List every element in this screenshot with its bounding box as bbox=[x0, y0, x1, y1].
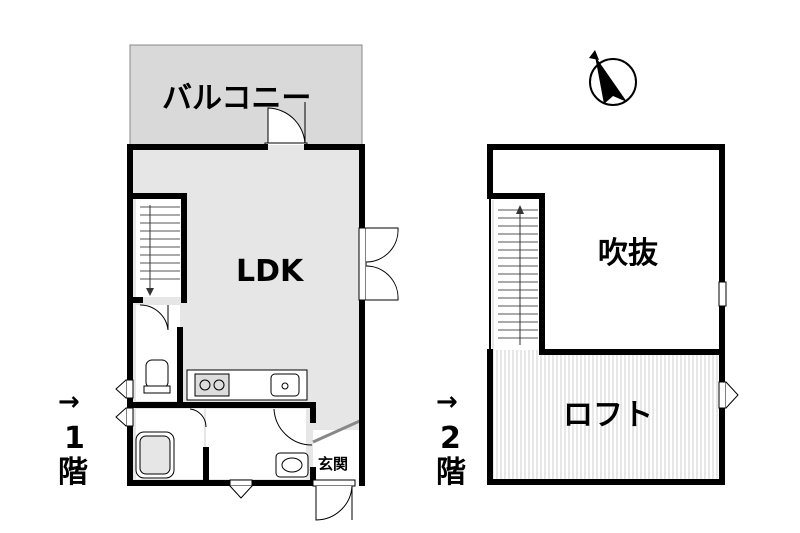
floor2-plan: 吹抜 ロフト bbox=[487, 144, 739, 485]
balcony-area bbox=[129, 44, 363, 146]
ldk-label: LDK bbox=[236, 254, 305, 289]
floor1-walls bbox=[127, 144, 365, 486]
floor2-walls bbox=[487, 144, 725, 485]
floor2-arrow: → bbox=[436, 387, 458, 417]
floor1-arrow: → bbox=[58, 387, 80, 417]
floor1-plan: バルコニー bbox=[115, 44, 399, 521]
toilet-icon bbox=[145, 359, 169, 389]
stove-icon bbox=[194, 373, 230, 397]
floor2-indicator: → 2 階 bbox=[436, 387, 466, 490]
staircase-floor1 bbox=[136, 197, 182, 297]
washbasin-icon bbox=[275, 452, 309, 478]
balcony-label: バルコニー bbox=[162, 81, 311, 116]
entrance: 玄関 bbox=[312, 418, 363, 473]
compass-north-icon bbox=[589, 50, 637, 106]
bathroom bbox=[135, 408, 313, 479]
toilet-room bbox=[136, 304, 180, 401]
fukinuke-label: 吹抜 bbox=[598, 236, 658, 271]
floor1-kanji: 階 bbox=[58, 455, 88, 490]
floor1-indicator: → 1 階 bbox=[58, 387, 88, 490]
sink-icon bbox=[270, 373, 300, 397]
floor1-number: 1 bbox=[64, 421, 85, 456]
kitchen-counter bbox=[186, 369, 308, 401]
left-windows bbox=[115, 379, 134, 427]
bottom-openings bbox=[229, 479, 356, 521]
floor2-windows bbox=[718, 281, 739, 409]
staircase-floor2 bbox=[494, 200, 538, 350]
floor2-kanji: 階 bbox=[436, 455, 466, 490]
loft-label: ロフト bbox=[563, 398, 653, 433]
loft-area bbox=[490, 352, 722, 482]
ldk-side-window[interactable] bbox=[358, 227, 399, 301]
entrance-label: 玄関 bbox=[318, 455, 348, 473]
floor2-number: 2 bbox=[440, 421, 461, 456]
